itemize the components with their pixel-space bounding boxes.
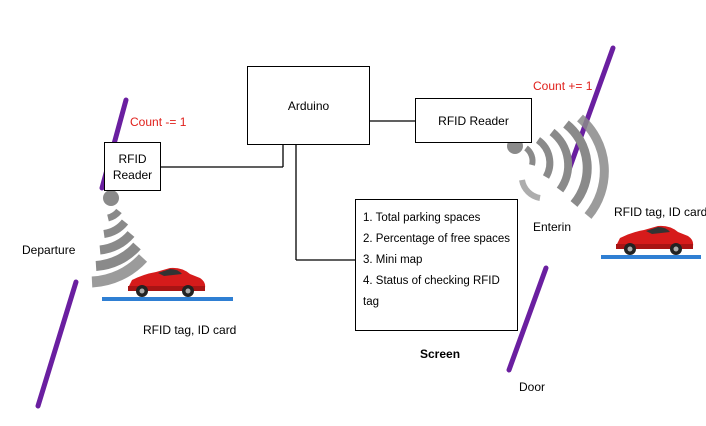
screen-item: 1. Total parking spaces [363,212,481,224]
rfid-reader-right-box: RFID Reader [415,98,532,143]
count-decrement-label: Count -= 1 [130,115,187,129]
arduino-box: Arduino [247,66,370,145]
connector-lines [160,120,415,261]
rfid-reader-right-label: RFID Reader [438,113,509,128]
rfid-tag-right-label: RFID tag, ID card [614,205,706,219]
rfid-reader-left-line1: RFID [118,151,147,166]
rfid-reader-left-line2: Reader [112,167,153,182]
screen-item: 2. Percentage of free spaces [363,233,511,245]
wifi-signal-icon [91,190,148,288]
screen-caption: Screen [420,347,461,361]
screen-feature-list: 1. Total parking spaces 2. Percentage of… [356,200,517,313]
arduino-label: Arduino [287,98,330,113]
rfid-tag-left-label: RFID tag, ID card [143,323,237,337]
rfid-reader-left-box: RFID Reader [104,142,161,191]
departure-label: Departure [22,243,76,257]
count-increment-label: Count += 1 [533,79,593,93]
entering-label: Enterin [533,220,572,234]
road-right [601,255,701,259]
car-icon [128,267,206,297]
wifi-signal-icon [507,114,609,219]
car-icon [616,225,694,255]
door-label: Door [519,380,546,394]
screen-item: 3. Mini map [363,254,423,266]
screen-box: 1. Total parking spaces 2. Percentage of… [355,199,518,331]
road-left [102,297,233,301]
screen-item: 4. Status of checking RFID tag [363,275,500,308]
